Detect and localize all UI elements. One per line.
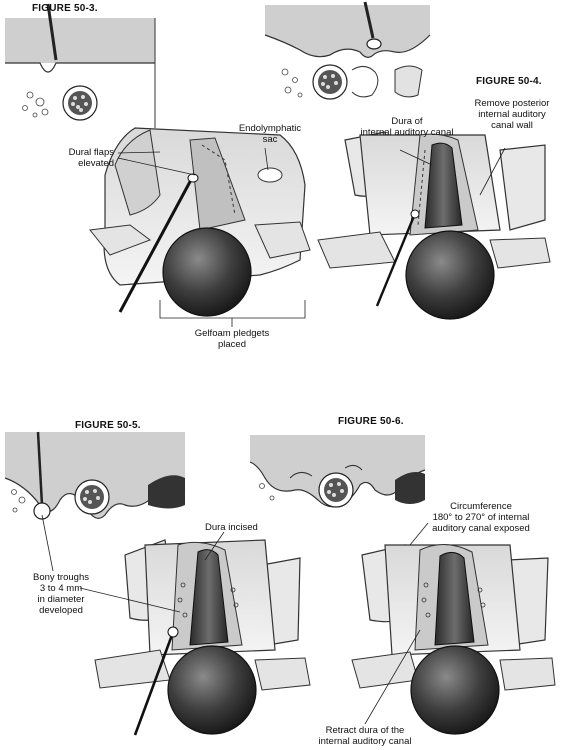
label-gelfoam-pledgets: Gelfoam pledgets placed [172,328,292,350]
figure-title-50-4: FIGURE 50-4. [476,76,542,87]
label-bony-line3: in diameter [37,594,85,605]
label-dura-of-iac: Dura of internal auditory canal [352,116,462,138]
label-remove-line1: Remove posterior [474,98,550,109]
label-remove-posterior-wall: Remove posterior internal auditory canal… [458,98,566,131]
label-circ-line3: auditory canal exposed [432,523,530,534]
label-dural-flaps-line2: elevated [78,158,114,169]
label-bony-line4: developed [39,605,83,616]
fig-50-3-main [89,127,311,317]
label-dura-incised: Dura incised [205,522,258,533]
label-remove-line2: internal auditory [478,109,546,120]
label-dura-of-iac-line1: Dura of [391,116,423,127]
label-gelfoam-line2: placed [218,339,246,350]
fig-50-6-main [351,544,556,735]
label-gelfoam-line1: Gelfoam pledgets [194,328,270,339]
label-circ-line2: 180° to 270° of internal [432,512,530,523]
fig-50-4-main [317,131,551,320]
leader-lines [41,147,506,725]
label-retract-line2: internal auditory canal [318,736,412,747]
label-endolymphatic-sac: Endolymphatic sac [230,123,310,145]
label-bony-troughs: Bony troughs 3 to 4 mm in diameter devel… [20,572,102,616]
label-bony-line2: 3 to 4 mm [39,583,83,594]
fig-50-3-inset [5,3,156,128]
label-circumference: Circumference 180° to 270° of internal a… [418,501,544,534]
label-bony-line1: Bony troughs [33,572,89,583]
fig-50-5-inset [4,431,186,520]
label-retract-line1: Retract dura of the [325,725,405,736]
fig-50-5-main [94,539,311,736]
label-dural-flaps-line1: Dural flaps [68,147,114,158]
label-endolymphatic-line2: sac [262,134,278,145]
fig-50-6-inset [249,435,426,508]
label-dural-flaps: Dural flaps elevated [40,147,114,169]
label-dura-of-iac-line2: internal auditory canal [360,127,454,138]
label-remove-line3: canal wall [491,120,533,131]
figure-title-50-6: FIGURE 50-6. [338,416,404,427]
fig-50-4-inset [264,1,431,100]
label-retract-dura: Retract dura of the internal auditory ca… [300,725,430,747]
figure-title-50-5: FIGURE 50-5. [75,420,141,431]
label-endolymphatic-line1: Endolymphatic [238,123,302,134]
label-circ-line1: Circumference [450,501,512,512]
figure-title-50-3: FIGURE 50-3. [32,3,98,14]
